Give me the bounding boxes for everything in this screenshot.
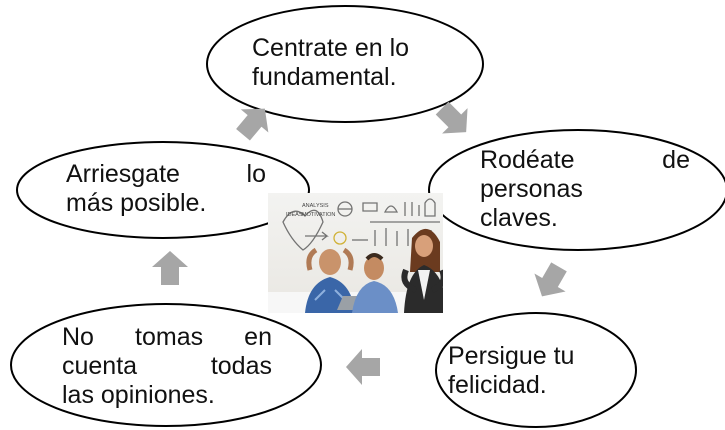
node-ellipse-top (206, 5, 484, 123)
node-ellipse-bottom-right (435, 312, 637, 428)
node-ellipse-bottom-left (10, 303, 322, 427)
node-ellipse-right (428, 129, 725, 251)
node-label-left: Arriesgate lo más posible. (66, 160, 266, 218)
node-label-bottom-left: No tomas en cuenta todas las opiniones. (62, 323, 272, 410)
node-label-right: Rodéate de personas claves. (480, 146, 690, 233)
node-left-line-1: Arriesgate lo (66, 160, 266, 188)
node-label-bottom-right: Persigue tu felicidad. (448, 342, 608, 400)
node-ellipse-left (16, 141, 310, 239)
photo-sketch-label-motivation: MOTIVATION (302, 212, 335, 218)
node-right-line-1: Rodéate de (480, 146, 690, 174)
photo-sketch-label-analysis: ANALYSIS (302, 203, 329, 209)
team-photo: ANALYSIS IDEAS MOTIVATION (268, 193, 443, 313)
arrow-bottom-left (346, 349, 380, 385)
node-bottom-right-line-1: Persigue tu (448, 342, 575, 370)
arrow-right-down (534, 262, 567, 297)
node-top-line-1: Centrate en lo (252, 34, 410, 62)
arrow-left-up (152, 251, 188, 285)
arrow-upper-left (236, 108, 269, 141)
node-bottom-left-line-1: No tomas en (62, 323, 272, 351)
node-bottom-left-line-3: las opiniones. (62, 381, 215, 409)
node-right-line-3: claves. (480, 204, 558, 232)
node-bottom-right-line-2: felicidad. (448, 371, 547, 399)
photo-sketch-label-ideas: IDEAS (286, 212, 303, 218)
node-label-top: Centrate en lo fundamental. (252, 34, 447, 92)
node-left-line-2: más posible. (66, 189, 207, 217)
node-right-line-2: personas (480, 175, 583, 203)
node-bottom-left-line-2: cuenta todas (62, 352, 272, 380)
node-top-line-2: fundamental. (252, 63, 397, 91)
arrow-top-right (435, 101, 468, 134)
